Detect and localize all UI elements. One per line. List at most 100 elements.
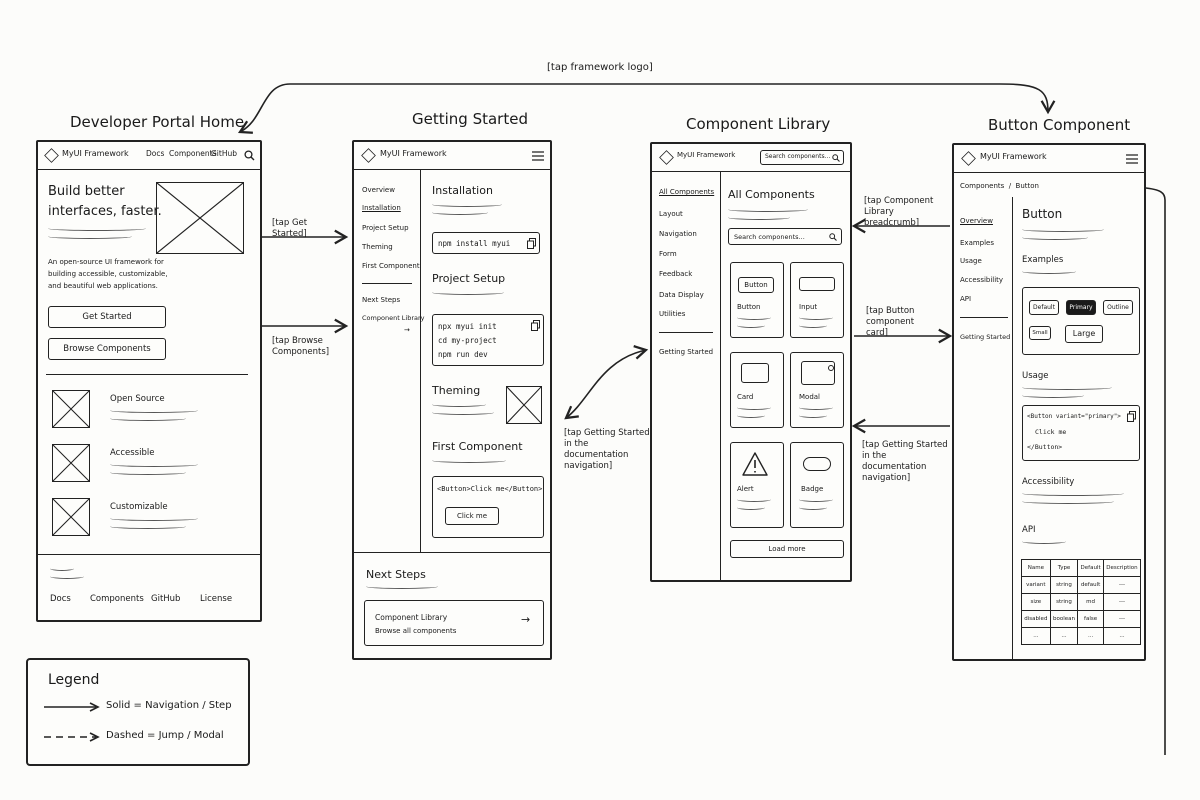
footer-link-license[interactable]: License	[200, 594, 233, 604]
search-icon	[829, 233, 837, 241]
home-brand[interactable]: MyUI Framework	[62, 149, 129, 158]
btn-sidebar-usage[interactable]: Usage	[960, 257, 982, 265]
flow-label-card: [tap Button component card]	[866, 306, 915, 338]
gs-next-steps-title: Next Steps	[366, 568, 426, 581]
gs-sidebar-theming[interactable]: Theming	[362, 243, 393, 251]
load-more-button[interactable]: Load more	[730, 540, 844, 558]
browse-components-button[interactable]: Browse Components	[48, 338, 166, 360]
logo-cube-icon[interactable]	[44, 148, 59, 163]
setup-code-box: npx myui init cd my-project npm run dev	[432, 314, 544, 366]
footer-link-components[interactable]: Components	[90, 594, 144, 604]
lib-sidebar-utilities[interactable]: Utilities	[659, 310, 686, 318]
gs-sidebar-project-setup[interactable]: Project Setup	[362, 224, 409, 232]
api-cell: ---	[1102, 576, 1142, 594]
squiggle	[50, 566, 74, 571]
flow-label-breadcrumb: [tap Component Library breadcrumb]	[864, 196, 934, 228]
btn-sidebar-getting-started[interactable]: Getting Started	[960, 333, 1011, 341]
feature-title-customizable: Customizable	[110, 502, 168, 512]
btn-heading: Button	[1022, 207, 1063, 221]
lib-sidebar-layout[interactable]: Layout	[659, 210, 683, 218]
feature-title-accessible: Accessible	[110, 448, 155, 458]
lib-sidebar-getting-started[interactable]: Getting Started	[659, 348, 714, 356]
screen-title-getting-started: Getting Started	[412, 110, 528, 128]
btn-sidebar-overview[interactable]: Overview	[960, 217, 993, 225]
btn-h-accessibility: Accessibility	[1022, 477, 1075, 487]
squiggle	[799, 413, 827, 418]
card-preview	[741, 363, 769, 383]
footer-link-docs[interactable]: Docs	[50, 594, 71, 604]
first-component-box: <Button>Click me</Button> Click me	[432, 476, 544, 538]
setup-line-1: npx myui init	[438, 322, 497, 331]
usage-line-2: Click me	[1035, 428, 1067, 436]
home-nav-github[interactable]: GitHub	[211, 149, 237, 158]
arrow-right-icon: →	[404, 326, 410, 334]
btn-sidebar-api[interactable]: API	[960, 295, 972, 303]
header-search-input[interactable]: Search components...	[760, 150, 844, 165]
copy-icon[interactable]	[527, 238, 536, 249]
lib-sidebar-divider	[720, 172, 721, 582]
api-cell: ...	[1102, 627, 1142, 645]
example-default-button[interactable]: Default	[1029, 300, 1059, 315]
copy-icon[interactable]	[1127, 411, 1136, 422]
search-icon[interactable]	[244, 150, 255, 161]
screen-getting-started: MyUI Framework Overview Installation Pro…	[352, 140, 552, 660]
squiggle	[737, 405, 771, 410]
component-card-badge[interactable]: Badge	[790, 442, 844, 528]
squiggle	[799, 505, 827, 510]
gs-sidebar-installation[interactable]: Installation	[362, 204, 401, 212]
footer-link-github[interactable]: GitHub	[151, 594, 181, 604]
breadcrumb[interactable]: Components / Button	[960, 182, 1039, 190]
btn-sidebar-accessibility[interactable]: Accessibility	[960, 276, 1004, 284]
component-card-card[interactable]: Card	[730, 352, 784, 428]
logo-cube-icon[interactable]	[361, 148, 376, 163]
menu-icon[interactable]	[532, 151, 544, 161]
logo-cube-icon[interactable]	[659, 150, 674, 165]
example-outline-button[interactable]: Outline	[1103, 300, 1133, 315]
home-nav-components[interactable]: Components	[169, 149, 217, 158]
feature-image-placeholder	[52, 444, 90, 482]
example-primary-button[interactable]: Primary	[1066, 300, 1096, 315]
lib-sidebar-feedback[interactable]: Feedback	[659, 270, 693, 278]
usage-line-1: <Button variant="primary">	[1027, 413, 1121, 420]
example-large-button[interactable]: Large	[1065, 325, 1103, 343]
lib-header: MyUI Framework Search components...	[652, 144, 850, 172]
home-nav-docs[interactable]: Docs	[146, 149, 165, 158]
btn-brand[interactable]: MyUI Framework	[980, 152, 1047, 161]
api-table: Name Type Default Description variant st…	[1021, 559, 1142, 645]
click-me-preview-button[interactable]: Click me	[445, 507, 499, 525]
logo-cube-icon[interactable]	[961, 151, 976, 166]
next-step-component-library-card[interactable]: Component Library Browse all components …	[364, 600, 544, 646]
gs-sidebar-divider	[420, 170, 421, 552]
library-search-input[interactable]: Search components...	[728, 228, 842, 245]
copy-icon[interactable]	[531, 320, 540, 331]
gs-h-first-component: First Component	[432, 440, 523, 453]
component-card-input[interactable]: Input	[790, 262, 844, 338]
component-card-alert[interactable]: Alert	[730, 442, 784, 528]
btn-sidebar-examples[interactable]: Examples	[960, 239, 995, 247]
api-header-default: Default	[1077, 559, 1104, 577]
flow-label-get-started: [tap Get Started]	[272, 218, 308, 239]
example-small-button[interactable]: Small	[1029, 326, 1051, 340]
api-header-name: Name	[1021, 559, 1051, 577]
gs-sidebar-component-library[interactable]: Component Library	[362, 314, 425, 322]
component-card-modal[interactable]: Modal	[790, 352, 844, 428]
squiggle	[48, 234, 132, 239]
lib-sidebar-navigation[interactable]: Navigation	[659, 230, 697, 238]
menu-icon[interactable]	[1126, 154, 1138, 164]
gs-sidebar-overview[interactable]: Overview	[362, 186, 395, 194]
component-card-button[interactable]: Button Button	[730, 262, 784, 338]
first-component-code: <Button>Click me</Button>	[437, 485, 543, 493]
gs-brand[interactable]: MyUI Framework	[380, 149, 447, 158]
gs-sidebar-first-component[interactable]: First Component	[362, 262, 420, 270]
flow-label-browse: [tap Browse Components]	[272, 336, 330, 357]
home-hero-desc-1: An open-source UI framework for	[48, 258, 164, 266]
api-header-type: Type	[1049, 559, 1079, 577]
btn-h-usage: Usage	[1022, 371, 1049, 381]
lib-brand[interactable]: MyUI Framework	[677, 151, 736, 159]
lib-sidebar-form[interactable]: Form	[659, 250, 677, 258]
lib-sidebar-data-display[interactable]: Data Display	[659, 291, 704, 299]
lib-sidebar-all[interactable]: All Components	[659, 188, 715, 196]
get-started-button[interactable]: Get Started	[48, 306, 166, 328]
divider	[46, 374, 248, 375]
api-cell: ...	[1049, 627, 1079, 645]
